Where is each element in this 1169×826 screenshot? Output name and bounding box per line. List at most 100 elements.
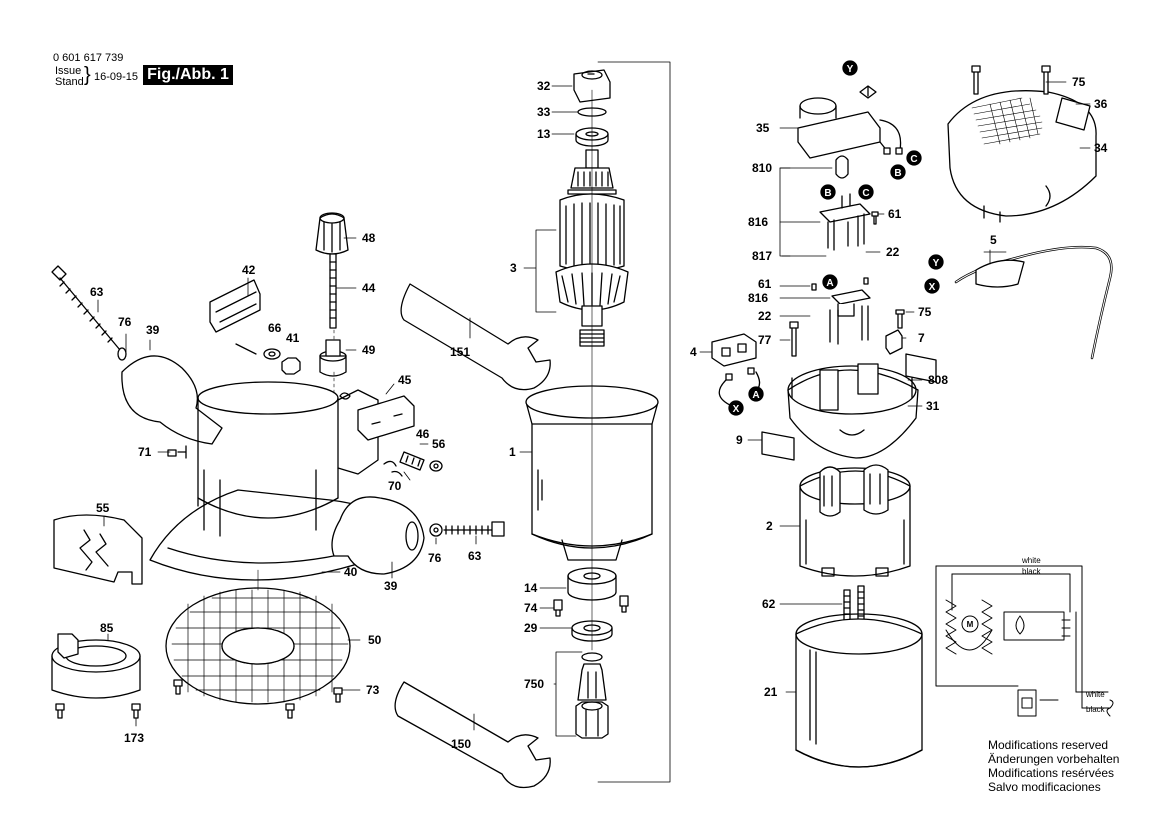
callout-62: 62 [762,597,776,611]
part-adapter-ring [51,633,141,699]
part-label-9 [761,431,795,461]
callout-46: 46 [416,427,430,441]
modifications-line: Änderungen vorbehalten [988,752,1120,766]
callout-151: 151 [450,345,470,359]
stand-label: Stand [55,76,84,88]
wire-black-bottom: black [1086,705,1106,714]
wire-white-bottom: white [1085,690,1105,699]
callout-810: 810 [752,161,772,175]
callout-70: 70 [388,479,402,493]
part-screw-77 [789,321,799,357]
callout-75a: 75 [1072,75,1086,89]
issue-date: 16-09-15 [94,71,139,83]
callout-32: 32 [537,79,551,93]
callout-49: 49 [362,343,376,357]
part-motor-can [795,613,923,768]
part-power-cord [954,245,1113,360]
callout-75b: 75 [918,305,932,319]
svg-text:X: X [733,404,740,415]
issue-brace: } [84,64,91,86]
callout-816a: 816 [748,215,768,229]
callout-22a: 22 [886,245,900,259]
marker-x-switch: X [728,400,744,416]
part-number: 0 601 617 739 [53,52,124,64]
marker-b-holder: B [820,184,836,200]
callout-7: 7 [918,331,925,345]
svg-text:A: A [752,390,759,401]
motor-m: M [967,620,974,629]
part-bracket-45 [357,395,415,441]
callout-61b: 61 [758,277,772,291]
callout-150: 150 [451,737,471,751]
callout-14: 14 [524,581,538,595]
callout-3: 3 [510,261,517,275]
connection-markers: Y C B B C Y X A [728,60,944,416]
callout-39a: 39 [146,323,160,337]
callout-48: 48 [362,231,376,245]
callout-817: 817 [752,249,772,263]
callout-63a: 63 [90,285,104,299]
part-clip-70 [383,460,403,477]
part-handle-left [121,355,223,445]
part-screws-173 [55,703,141,719]
marker-y-top: Y [842,60,858,76]
callout-31: 31 [926,399,940,413]
part-cap [573,69,611,103]
callout-71: 71 [138,445,152,459]
part-handle-right [331,496,425,575]
part-pin-71 [167,449,177,457]
part-field [799,464,911,577]
marker-c-holder: C [858,184,874,200]
callout-42: 42 [242,263,256,277]
callout-77: 77 [758,333,772,347]
callout-808: 808 [928,373,948,387]
part-screws-74 [553,595,629,617]
wire-white-top: white [1021,556,1041,565]
part-speed-control [797,85,903,159]
callout-76b: 76 [428,551,442,565]
marker-y-cord: Y [928,254,944,270]
leader-lines [97,81,1091,737]
svg-text:B: B [894,168,901,179]
callout-66: 66 [268,321,282,335]
wire-black-top: black [1022,567,1042,576]
part-knob [315,212,349,329]
issue-label: Issue [55,65,82,77]
svg-text:C: C [910,154,917,165]
callout-750: 750 [524,677,544,691]
callout-45: 45 [398,373,412,387]
part-chip-guard [53,514,143,585]
modifications-line: Modifications reserved [988,738,1109,752]
motor-symbol [961,615,979,633]
svg-text:X: X [929,282,936,293]
part-switch [711,333,761,407]
callout-29: 29 [524,621,538,635]
marker-a-switch: A [748,386,764,402]
part-screws-73 [173,679,343,719]
part-washer-66 [263,348,281,360]
wiring-labels: white black M white black [967,556,1106,714]
callout-55: 55 [96,501,110,515]
callout-34: 34 [1094,141,1108,155]
part-nut-49 [319,339,347,377]
callout-50: 50 [368,633,382,647]
callout-74: 74 [524,601,538,615]
part-brush-holder-top [819,155,879,251]
part-nut-41 [281,357,301,375]
callout-44: 44 [362,281,376,295]
callout-35: 35 [756,121,770,135]
modifications-line: Salvo modificaciones [988,780,1101,794]
callout-173: 173 [124,731,144,745]
part-collet [575,652,609,739]
callout-9: 9 [736,433,743,447]
callout-33: 33 [537,105,551,119]
modifications-notice: Modifications reserved Änderungen vorbeh… [988,738,1119,794]
part-screw-46 [399,451,425,471]
part-brush-7 [885,329,903,355]
marker-a-holder: A [822,274,838,290]
callout-13: 13 [537,127,551,141]
marker-c-top: C [906,150,922,166]
callout-labels: 32 33 13 3 151 1 14 74 29 750 150 48 44 … [90,75,1108,751]
modifications-line: Modifications resérvées [988,766,1115,780]
